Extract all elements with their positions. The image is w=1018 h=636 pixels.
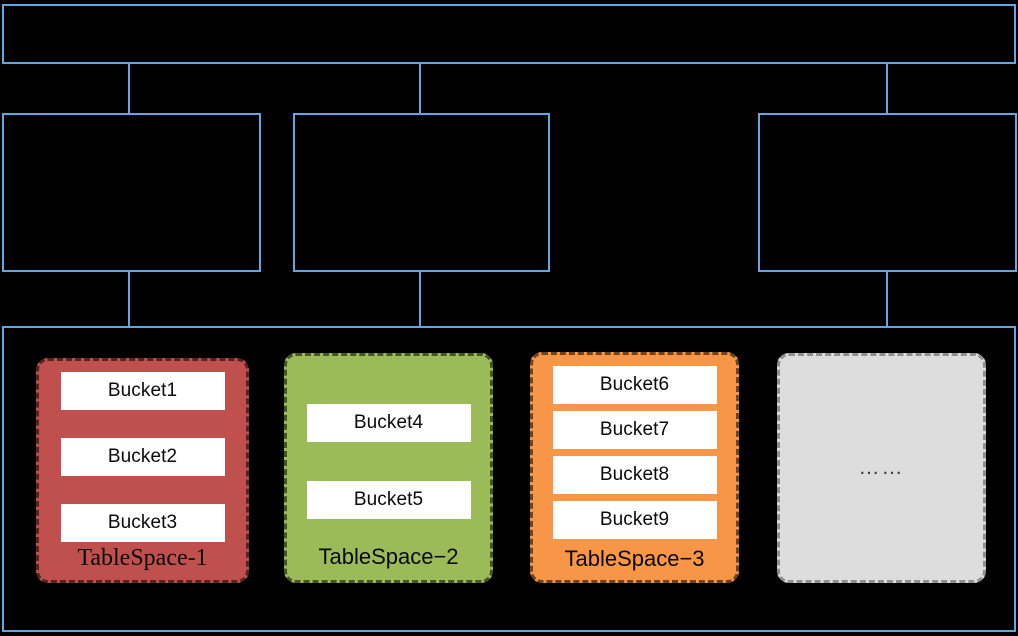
tablespace-card-placeholder[interactable]: …… [777,353,986,583]
top-container-box[interactable] [2,4,1016,64]
middle-node-1[interactable] [2,113,261,272]
tablespace-label: TableSpace−3 [564,546,705,571]
connector-top-to-node-3 [886,64,888,114]
bucket-item[interactable]: Bucket2 [60,438,225,476]
tablespace-2-bucket-list: Bucket4 Bucket5 [287,404,490,519]
tablespace-label: TableSpace−2 [318,544,459,569]
middle-node-2[interactable] [293,113,550,272]
bucket-item[interactable]: Bucket4 [306,404,471,442]
tablespace-card-1[interactable]: Bucket1 Bucket2 Bucket3 TableSpace-1 [36,358,249,583]
bucket-item[interactable]: Bucket8 [552,456,717,494]
bucket-item[interactable]: Bucket7 [552,411,717,449]
bucket-item[interactable]: Bucket9 [552,501,717,539]
ellipsis-icon: …… [858,456,905,479]
bucket-item[interactable]: Bucket6 [552,366,717,404]
tablespace-card-3[interactable]: Bucket6 Bucket7 Bucket8 Bucket9 TableSpa… [530,352,739,583]
tablespace-card-2[interactable]: Bucket4 Bucket5 TableSpace−2 [284,353,493,583]
connector-top-to-node-1 [128,64,130,114]
tablespace-label: TableSpace-1 [77,545,208,571]
connector-node-3-to-bottom [886,272,888,326]
connector-node-1-to-bottom [128,272,130,326]
connector-node-2-to-bottom [419,272,421,326]
connector-top-to-node-2 [419,64,421,114]
bucket-item[interactable]: Bucket5 [306,481,471,519]
bucket-item[interactable]: Bucket3 [60,504,225,542]
bucket-item[interactable]: Bucket1 [60,372,225,410]
tablespace-3-bucket-list: Bucket6 Bucket7 Bucket8 Bucket9 [533,366,736,539]
tablespace-1-bucket-list: Bucket1 Bucket2 Bucket3 [39,372,246,542]
middle-node-3[interactable] [758,113,1017,272]
